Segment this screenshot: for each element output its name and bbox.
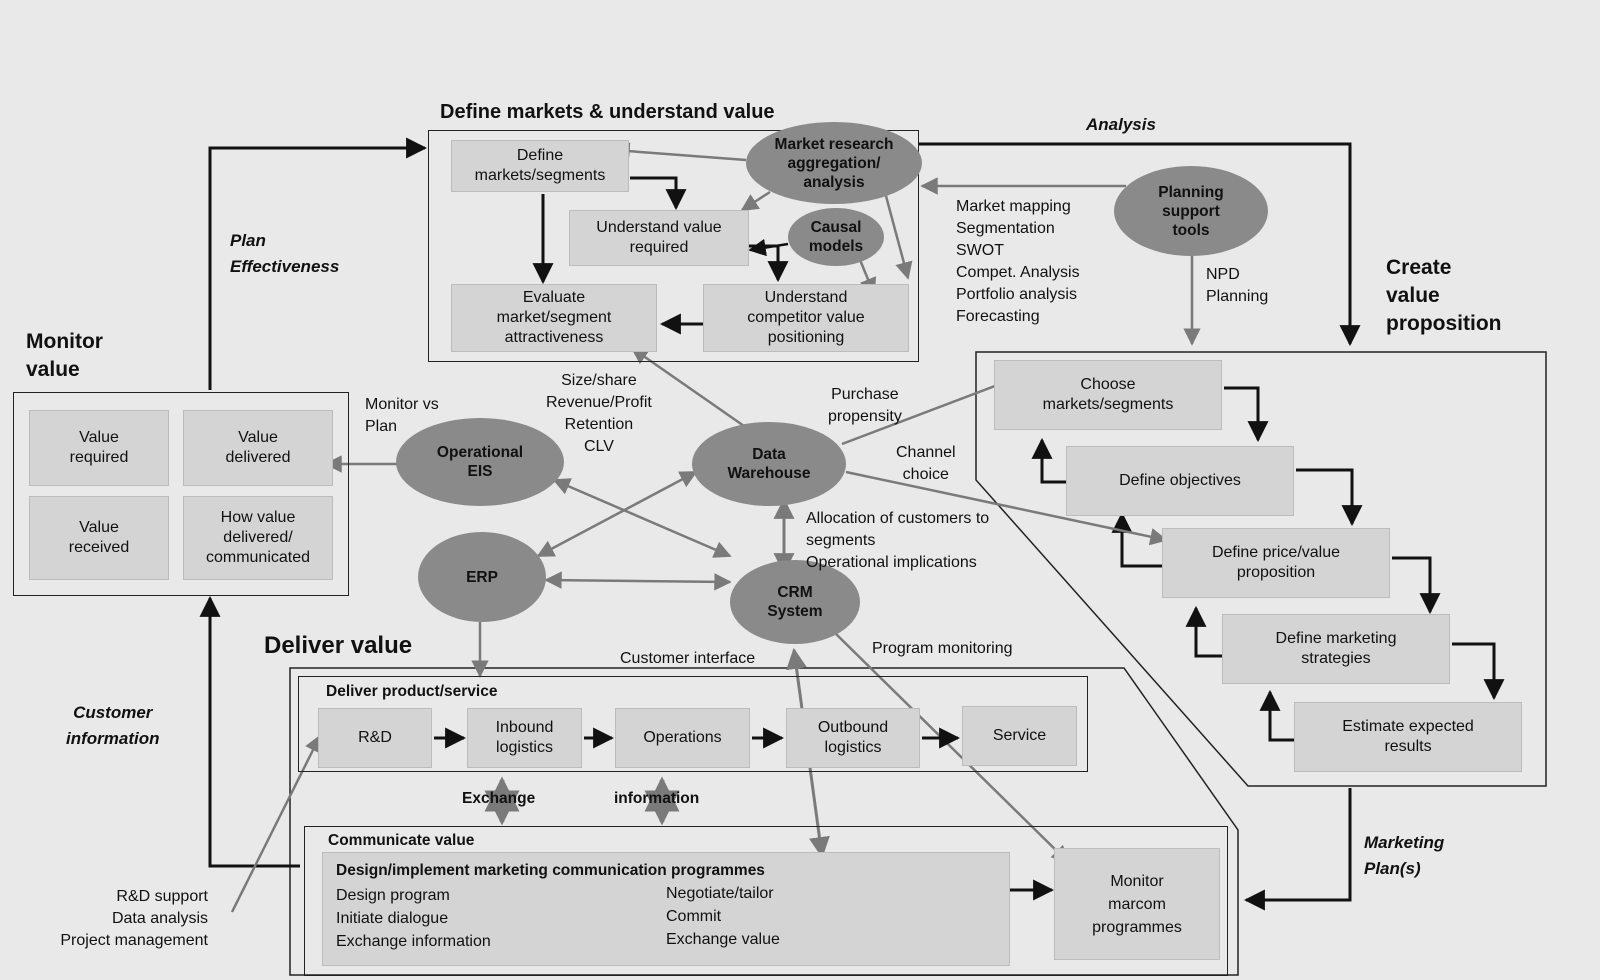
- plan-effectiveness-arrow: [208, 137, 428, 390]
- create-value-title: Create value proposition: [1386, 256, 1502, 335]
- communicate-value-title: Communicate value: [328, 832, 475, 849]
- marketing-plan-arrow: [1243, 788, 1352, 911]
- chain-operations-box: Operations: [615, 708, 750, 768]
- analysis-label: Analysis: [1086, 115, 1156, 134]
- customer-interface-label: Customer interface: [620, 650, 756, 667]
- rd-support-label: R&D support Data analysis Project manage…: [60, 888, 208, 949]
- understand-value-box: Understand value required: [569, 210, 749, 266]
- value-received-box: Value received: [29, 496, 169, 580]
- exchange-label: Exchange: [462, 790, 536, 807]
- monitor-value-title: Monitor value: [26, 330, 103, 381]
- planning-methods-list: Market mapping Segmentation SWOT Compet.…: [956, 198, 1080, 325]
- create-value-panel: [975, 351, 1547, 787]
- evaluate-attractiveness-box: Evaluate market/segment attractiveness: [451, 284, 657, 352]
- define-markets-title: Define markets & understand value: [440, 101, 775, 123]
- market-research-node: Market research aggregation/ analysis: [746, 122, 922, 204]
- planning-support-tools-node: Planning support tools: [1114, 166, 1268, 256]
- deliver-product-panel: [298, 676, 1088, 772]
- chain-inbound-logistics-box: Inbound logistics: [467, 708, 582, 768]
- estimate-results-box: Estimate expected results: [1294, 702, 1522, 772]
- define-strategies-box: Define marketing strategies: [1222, 614, 1450, 684]
- marketing-plans-label: Marketing Plan(s): [1364, 833, 1445, 878]
- chain-service-box: Service: [962, 706, 1077, 766]
- define-objectives-box: Define objectives: [1066, 446, 1294, 516]
- monitor-vs-plan-label: Monitor vs Plan: [365, 396, 439, 435]
- causal-models-node: Causal models: [788, 208, 884, 266]
- chain-rd-box: R&D: [318, 708, 432, 768]
- communicate-value-panel: [304, 826, 1228, 976]
- analysis-arrow: [918, 142, 1361, 347]
- crm-system-node: CRM System: [730, 560, 860, 644]
- plan-effectiveness-label: Plan Effectiveness: [230, 231, 340, 276]
- deliver-product-title: Deliver product/service: [326, 683, 498, 700]
- operational-eis-node: Operational EIS: [396, 418, 564, 506]
- monitor-marcom-box: Monitor marcom programmes: [1054, 848, 1220, 960]
- how-value-delivered-box: How value delivered/ communicated: [183, 496, 333, 580]
- customer-information-arrow: [199, 595, 300, 868]
- allocation-label: Allocation of customers to segments Oper…: [806, 510, 990, 571]
- program-monitoring-label: Program monitoring: [872, 640, 1013, 657]
- value-required-box: Value required: [29, 410, 169, 486]
- deliver-value-panel: [289, 667, 1239, 976]
- communication-programmes-box: [322, 852, 1010, 966]
- monitor-value-panel: [13, 392, 349, 596]
- define-markets-segments-box: Define markets/segments: [451, 140, 629, 192]
- define-price-value-box: Define price/value proposition: [1162, 528, 1390, 598]
- data-warehouse-node: Data Warehouse: [692, 422, 846, 506]
- npd-planning-label: NPD Planning: [1206, 266, 1269, 305]
- define-markets-panel: [428, 130, 919, 362]
- size-share-label: Size/share Revenue/Profit Retention CLV: [546, 372, 652, 455]
- communication-programmes-heading: Design/implement marketing communication…: [336, 862, 765, 879]
- information-label: information: [614, 790, 700, 807]
- customer-information-label: Customer information: [66, 703, 160, 748]
- erp-node: ERP: [418, 532, 546, 622]
- communication-steps-col2: Negotiate/tailor Commit Exchange value: [666, 885, 780, 948]
- deliver-value-title: Deliver value: [264, 632, 413, 659]
- channel-choice-label: Channel choice: [896, 444, 956, 483]
- competitor-positioning-box: Understand competitor value positioning: [703, 284, 909, 352]
- choose-markets-box: Choose markets/segments: [994, 360, 1222, 430]
- value-delivered-box: Value delivered: [183, 410, 333, 486]
- chain-outbound-logistics-box: Outbound logistics: [786, 708, 920, 768]
- communication-steps-col1: Design program Initiate dialogue Exchang…: [336, 887, 491, 950]
- purchase-propensity-label: Purchase propensity: [828, 386, 902, 425]
